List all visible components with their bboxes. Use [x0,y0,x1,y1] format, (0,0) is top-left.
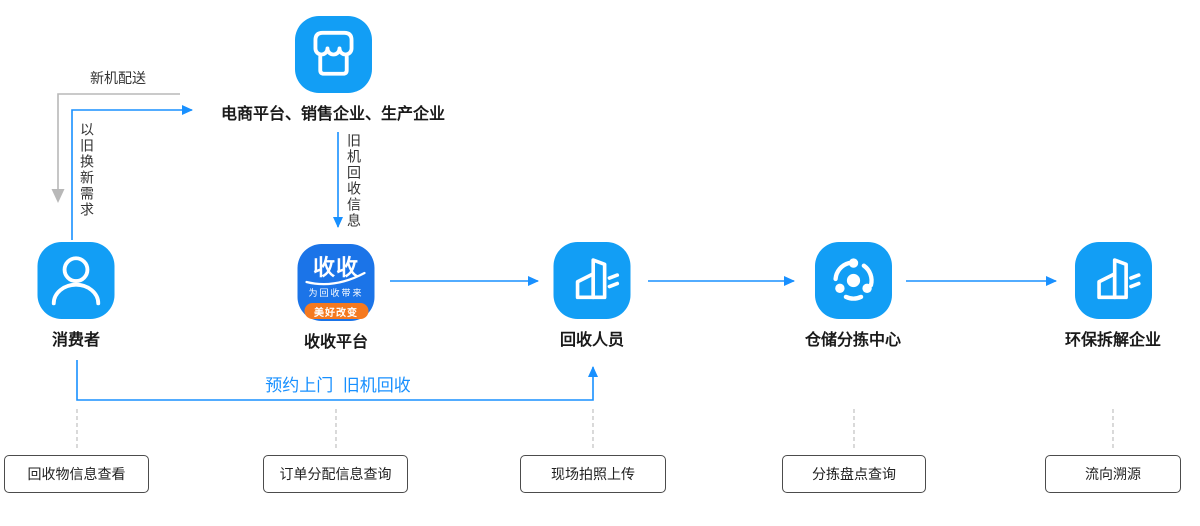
box-recycled-item-info: 回收物信息查看 [4,455,149,493]
logo-subtitle: 为回收带来 [308,288,364,298]
edge-label-old-machine-info: 旧机回收信息 [346,133,362,229]
arrow-appointment [76,360,598,401]
node-label-warehouse: 仓储分拣中心 [804,332,902,349]
building-icon [1074,242,1152,319]
edge-label-new-machine-delivery: 新机配送 [90,70,146,86]
node-label-collector: 回收人员 [559,332,624,349]
edge-label-appointment: 预约上门 旧机回收 [265,376,411,395]
node-label-platform: 收收平台 [303,334,368,351]
building-icon [553,242,631,319]
store-icon [294,16,372,93]
node-consumer: 消费者 [37,242,115,350]
arrow-new-machine-delivery [51,93,180,203]
sorting-icon [814,242,892,319]
node-warehouse: 仓储分拣中心 [805,242,901,350]
node-ecommerce: 电商平台、销售企业、生产企业 [221,16,445,124]
logo-title: 收收 [312,255,359,280]
person-icon [37,242,115,319]
box-sorting-inventory-query: 分拣盘点查询 [782,455,926,493]
box-flow-tracing: 流向溯源 [1045,455,1181,493]
box-order-allocation-query: 订单分配信息查询 [263,455,408,493]
node-platform: 收收 为回收带来 美好改变 收收平台 [297,244,375,352]
node-collector: 回收人员 [553,242,631,350]
logo-swoosh-line [305,271,366,286]
arrow-trade-in-demand [71,105,193,240]
logo-ribbon: 美好改变 [304,303,368,319]
node-dismantler: 环保拆解企业 [1065,242,1161,350]
box-onsite-photo-upload: 现场拍照上传 [520,455,666,493]
shoushou-logo: 收收 为回收带来 美好改变 [297,244,375,321]
edge-label-trade-in-demand: 以旧换新需求 [79,122,95,218]
node-label-ecommerce: 电商平台、销售企业、生产企业 [220,106,446,123]
node-label-dismantler: 环保拆解企业 [1064,332,1162,349]
node-label-consumer: 消费者 [51,332,100,349]
